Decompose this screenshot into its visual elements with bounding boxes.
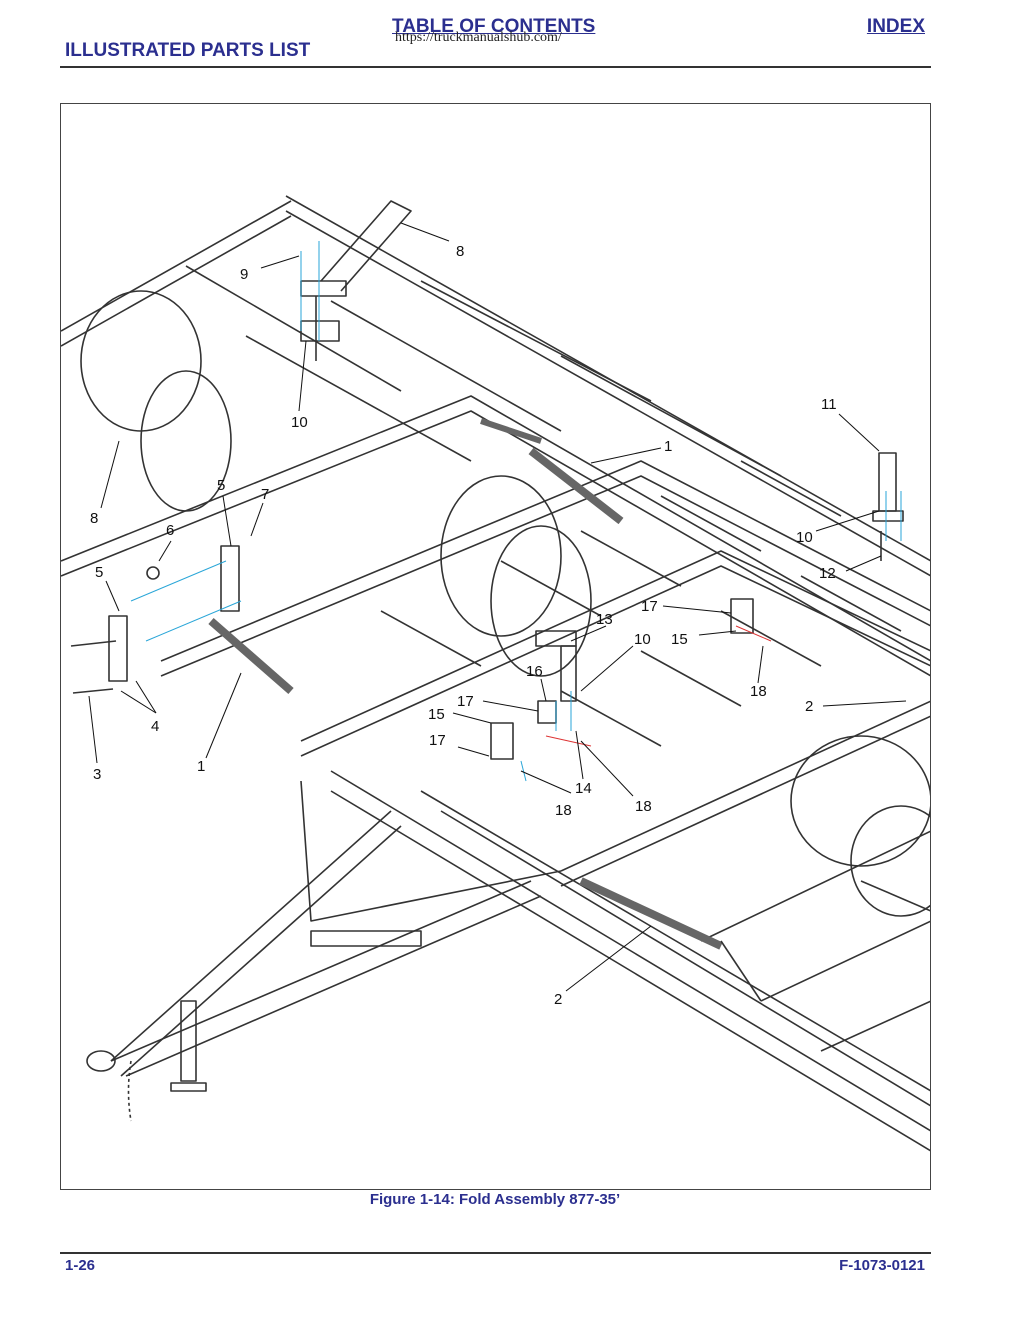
- figure-illustration: 8 9 10 11 1 8 5 7 6 10 5 12 17 13 10 15 …: [60, 103, 931, 1190]
- callout-label: 17: [457, 693, 474, 710]
- callout-label: 8: [456, 243, 464, 260]
- callout-label: 7: [261, 486, 269, 503]
- table-of-contents-link[interactable]: TABLE OF CONTENTS: [392, 16, 596, 37]
- callout-label: 17: [429, 732, 446, 749]
- callout-label: 17: [641, 598, 658, 615]
- callout-label: 18: [750, 683, 767, 700]
- callout-label: 13: [596, 611, 613, 628]
- index-link[interactable]: INDEX: [866, 16, 925, 37]
- callout-label: 5: [95, 564, 103, 581]
- callout-label: 15: [671, 631, 688, 648]
- callout-label: 10: [634, 631, 651, 648]
- figure-caption: Figure 1-14: Fold Assembly 877-35’: [369, 1191, 621, 1208]
- callout-label: 14: [575, 780, 592, 797]
- callout-label: 16: [526, 663, 543, 680]
- callout-label: 2: [554, 991, 562, 1008]
- callout-label: 10: [291, 414, 308, 431]
- callout-label: 9: [240, 266, 248, 283]
- callout-label: 2: [805, 698, 813, 715]
- watermark-url: https://truckmanualshub.com/: [395, 30, 562, 45]
- callout-label: 18: [635, 798, 652, 815]
- callout-label: 6: [166, 522, 174, 539]
- page-number: 1-26: [65, 1257, 96, 1274]
- footer-rule: [60, 1252, 931, 1254]
- callout-label: 1: [197, 758, 205, 775]
- header-rule: [60, 66, 931, 68]
- callout-label: 5: [217, 477, 225, 494]
- callout-label: 11: [821, 396, 837, 413]
- callout-label: 12: [819, 565, 836, 582]
- section-title: ILLUSTRATED PARTS LIST: [65, 40, 311, 61]
- fold-assembly-drawing: 8 9 10 11 1 8 5 7 6 10 5 12 17 13 10 15 …: [61, 195, 930, 1152]
- callout-label: 18: [555, 802, 572, 819]
- callout-label: 10: [796, 529, 813, 546]
- callout-label: 1: [664, 438, 672, 455]
- callout-label: 15: [428, 706, 445, 723]
- callout-label: 8: [90, 510, 98, 527]
- callout-label: 3: [93, 766, 101, 783]
- callout-label: 4: [151, 718, 159, 735]
- document-number: F-1073-0121: [839, 1257, 925, 1274]
